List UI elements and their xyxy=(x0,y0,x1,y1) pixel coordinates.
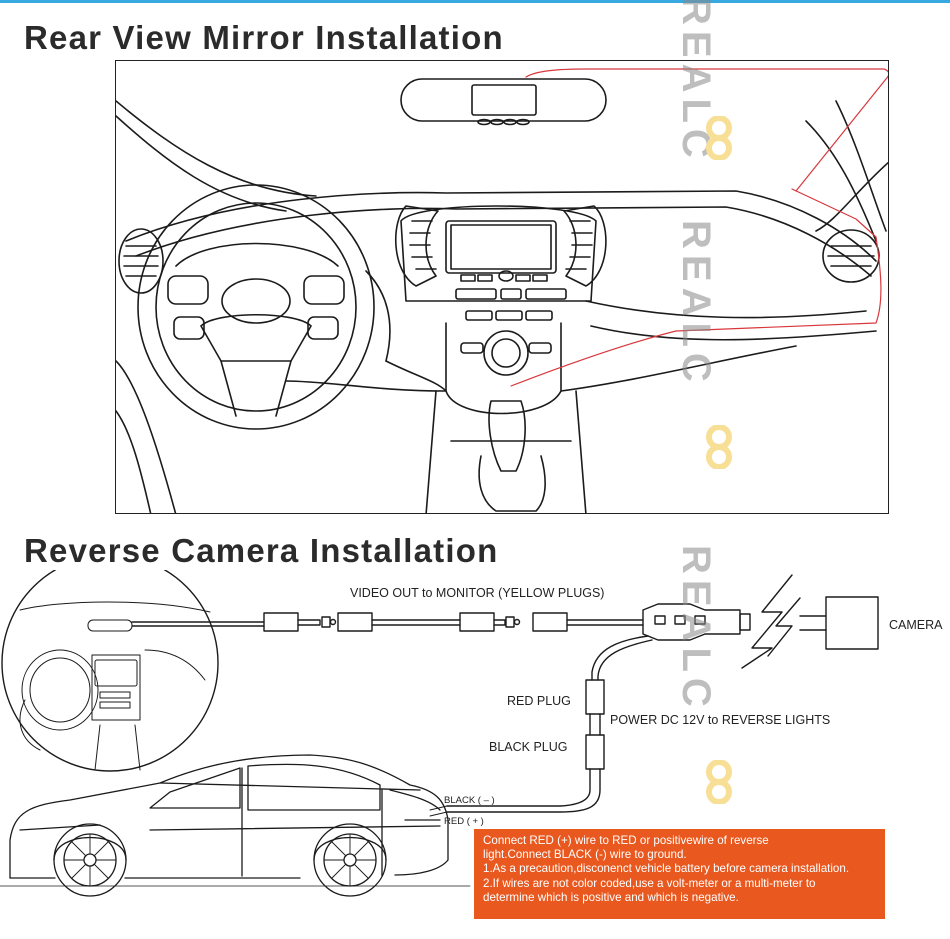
camera-box xyxy=(825,596,879,650)
mirror-power-wire xyxy=(510,68,888,387)
note-line: Connect RED (+) wire to RED or positivew… xyxy=(483,834,769,847)
connection-break-symbol xyxy=(741,574,793,669)
dashboard-illustration-panel xyxy=(115,60,889,514)
red-plug-label: RED PLUG xyxy=(507,694,571,708)
red-plug xyxy=(585,679,605,715)
installation-note-box: Connect RED (+) wire to RED or positivew… xyxy=(474,829,885,919)
yellow-plug-1 xyxy=(263,612,299,632)
steering-wheel-outer xyxy=(137,184,375,430)
camera-label: CAMERA xyxy=(889,618,943,632)
mirror-buttons xyxy=(477,118,530,126)
black-plug-label: BLACK PLUG xyxy=(489,740,568,754)
black-plug xyxy=(585,734,605,770)
note-line: light.Connect BLACK (-) wire to ground. xyxy=(483,848,687,862)
mirror-installation-title: Rear View Mirror Installation xyxy=(24,19,504,56)
climate-dial xyxy=(483,330,529,376)
dashboard-drawing xyxy=(116,68,888,513)
camera-wiring-diagram xyxy=(0,570,879,897)
power-label: POWER DC 12V to REVERSE LIGHTS xyxy=(610,713,831,727)
top-accent-rule xyxy=(0,0,950,3)
sedan-outline xyxy=(0,754,471,897)
camera-installation-title: Reverse Camera Installation xyxy=(24,532,499,569)
dashboard-inset-circle xyxy=(1,570,219,772)
red-wire-label: RED ( + ) xyxy=(444,816,484,827)
camera-junction-box xyxy=(642,603,741,641)
mirror-screen-line xyxy=(471,84,537,116)
head-unit-screen xyxy=(445,220,557,274)
black-wire-label: BLACK ( – ) xyxy=(444,795,495,806)
note-line: 1.As a precaution,disconenct vehicle bat… xyxy=(483,862,850,876)
yellow-plug-3 xyxy=(459,612,495,632)
yellow-plug-4 xyxy=(532,612,568,632)
video-out-label: VIDEO OUT to MONITOR (YELLOW PLUGS) xyxy=(350,586,605,600)
note-line: 2.If wires are not color coded,use a vol… xyxy=(483,876,816,890)
yellow-plug-2 xyxy=(337,612,373,632)
note-line: determine which is positive and which is… xyxy=(483,890,739,904)
